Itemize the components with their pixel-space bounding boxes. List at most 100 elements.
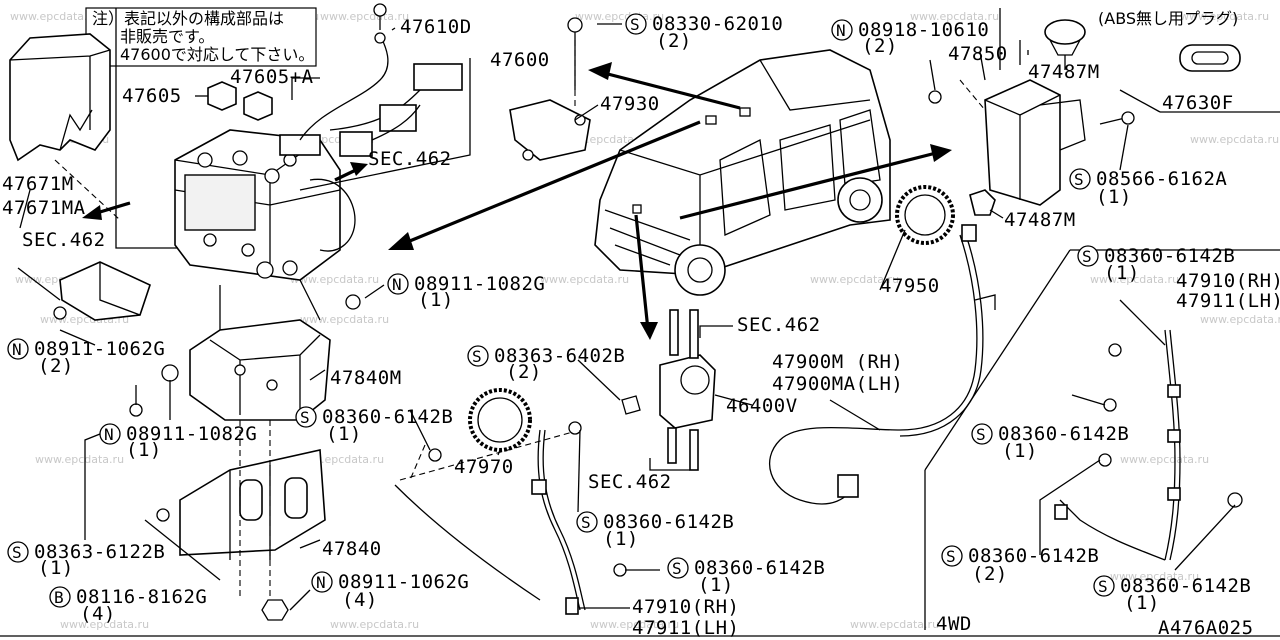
sensor-bracket-47930	[509, 17, 591, 161]
watermark: www.epcdata.ru	[590, 618, 679, 631]
qty-08363-6122B: (1)	[38, 557, 74, 579]
watermark: www.epcdata.ru	[1120, 453, 1209, 466]
note-line-2: 非販売です。	[120, 27, 214, 46]
label-47487M-a: 47487M	[1028, 61, 1100, 83]
watermark: www.epcdata.ru	[10, 10, 99, 23]
label-46400V: 46400V	[726, 395, 798, 417]
abs-control-unit	[928, 79, 1135, 216]
bracket-47840	[179, 420, 326, 610]
prefix-s: S	[630, 15, 640, 34]
qty-08911-1062G-a: (2)	[38, 355, 74, 377]
watermark: www.epcdata.ru	[810, 273, 899, 286]
qty-08360-6142B-g: (1)	[1124, 592, 1160, 614]
label-47930: 47930	[600, 93, 660, 115]
qty-08566-6162A: (1)	[1096, 186, 1132, 208]
prefix-s: S	[300, 408, 310, 427]
relay-cubes	[207, 81, 273, 121]
qty-08360-6142B-c: (1)	[698, 574, 734, 596]
bracket-47840M	[189, 279, 331, 421]
qty-08911-1062G-b: (4)	[342, 589, 378, 611]
label-sec462-d: SEC.462	[588, 471, 672, 493]
watermark: www.epcdata.ru	[330, 618, 419, 631]
note-line-1: 注）表記以外の構成部品は	[92, 9, 284, 28]
label-08360-6142B-c: 08360-6142B	[694, 557, 825, 579]
prefix-s: S	[976, 425, 986, 444]
label-08360-6142B-d: 08360-6142B	[1104, 245, 1235, 267]
abs-actuator-unit	[174, 129, 356, 281]
qty-08360-6142B-a: (1)	[326, 423, 362, 445]
prefix-n: N	[392, 275, 402, 294]
qty-08116-8162G: (4)	[80, 603, 116, 625]
prefix-s: S	[1074, 170, 1084, 189]
label-47910RH-a: 47910(RH)	[632, 596, 739, 618]
watermark: www.epcdata.ru	[320, 10, 409, 23]
note-box: 注）表記以外の構成部品は 非販売です。 47600で対応して下さい。	[85, 7, 317, 67]
label-47840M: 47840M	[330, 367, 402, 389]
label-47950: 47950	[880, 275, 940, 297]
label-08360-6142B-g: 08360-6142B	[1120, 575, 1251, 597]
prefix-n: N	[836, 21, 846, 40]
callout-labels: 47610D 47600 47605+A 47605 SEC.462 47671…	[2, 9, 1280, 639]
watermark: www.epcdata.ru	[290, 273, 379, 286]
left-fasteners	[53, 3, 387, 621]
small-bracket	[59, 261, 151, 321]
pointer-arrows	[82, 62, 952, 340]
front-sensor-cable	[394, 421, 627, 615]
watermark: www.epcdata.ru	[1180, 10, 1269, 23]
label-08330-62010: 08330-62010	[652, 13, 783, 35]
label-08363-6122B: 08363-6122B	[34, 541, 165, 563]
label-sec462-b: SEC.462	[22, 229, 106, 251]
prefix-n: N	[104, 425, 114, 444]
note-line-3: 47600で対応して下さい。	[120, 45, 314, 64]
rear-sensor-4wd	[1054, 329, 1243, 561]
label-47600: 47600	[490, 49, 550, 71]
prefix-s: S	[12, 543, 22, 562]
unit-harness	[299, 32, 463, 157]
proportioning-valve	[621, 309, 716, 471]
label-47970: 47970	[454, 456, 514, 478]
watermark: www.epcdata.ru	[575, 10, 664, 23]
watermark: www.epcdata.ru	[540, 273, 629, 286]
label-47671MA: 47671MA	[2, 197, 86, 219]
label-47487M-b: 47487M	[1004, 209, 1076, 231]
label-08911-1062G-b: 08911-1062G	[338, 571, 469, 593]
diagram-code: A476A025	[1158, 617, 1254, 639]
label-47900M: 47900M (RH)	[772, 351, 903, 373]
label-47671M: 47671M	[2, 173, 74, 195]
label-08911-1082G-a: 08911-1082G	[414, 273, 545, 295]
label-47900MA: 47900MA(LH)	[772, 373, 903, 395]
watermark: www.epcdata.ru	[1200, 313, 1280, 326]
watermark: www.epcdata.ru	[1090, 273, 1179, 286]
label-47605: 47605	[122, 85, 182, 107]
label-08363-6402B: 08363-6402B	[494, 345, 625, 367]
label-08566-6162A: 08566-6162A	[1096, 168, 1227, 190]
prefix-s: S	[672, 559, 682, 578]
prefix-s: S	[581, 513, 591, 532]
label-08360-6142B-f: 08360-6142B	[968, 545, 1099, 567]
prefix-s: S	[1098, 577, 1108, 596]
label-47911LH-b: 47911(LH)	[1176, 290, 1280, 312]
label-08911-1062G-a: 08911-1062G	[34, 338, 165, 360]
label-47605A: 47605+A	[230, 66, 314, 88]
label-abs-plug: (ABS無し用プラグ)	[1098, 9, 1238, 28]
abs-plug	[1044, 19, 1241, 72]
label-47840: 47840	[322, 538, 382, 560]
prefix-s: S	[472, 347, 482, 366]
vehicle-illustration	[594, 49, 891, 296]
prefix-s: S	[946, 547, 956, 566]
section-lines	[0, 8, 1280, 637]
prefix-s: S	[1082, 247, 1092, 266]
label-08360-6142B-a: 08360-6142B	[322, 406, 453, 428]
qty-08363-6402B: (2)	[506, 361, 542, 383]
watermark: www.epcdata.ru	[300, 313, 389, 326]
qty-08360-6142B-e: (1)	[1002, 440, 1038, 462]
qty-08360-6142B-d: (1)	[1104, 262, 1140, 284]
prefix-n: N	[12, 340, 22, 359]
label-08911-1082G-b: 08911-1082G	[126, 423, 257, 445]
leader-lines	[17, 8, 1236, 611]
label-47630F: 47630F	[1162, 92, 1234, 114]
label-08360-6142B-b: 08360-6142B	[603, 511, 734, 533]
qty-08911-1082G-b: (1)	[126, 439, 162, 461]
qty-08918-10610: (2)	[862, 35, 898, 57]
